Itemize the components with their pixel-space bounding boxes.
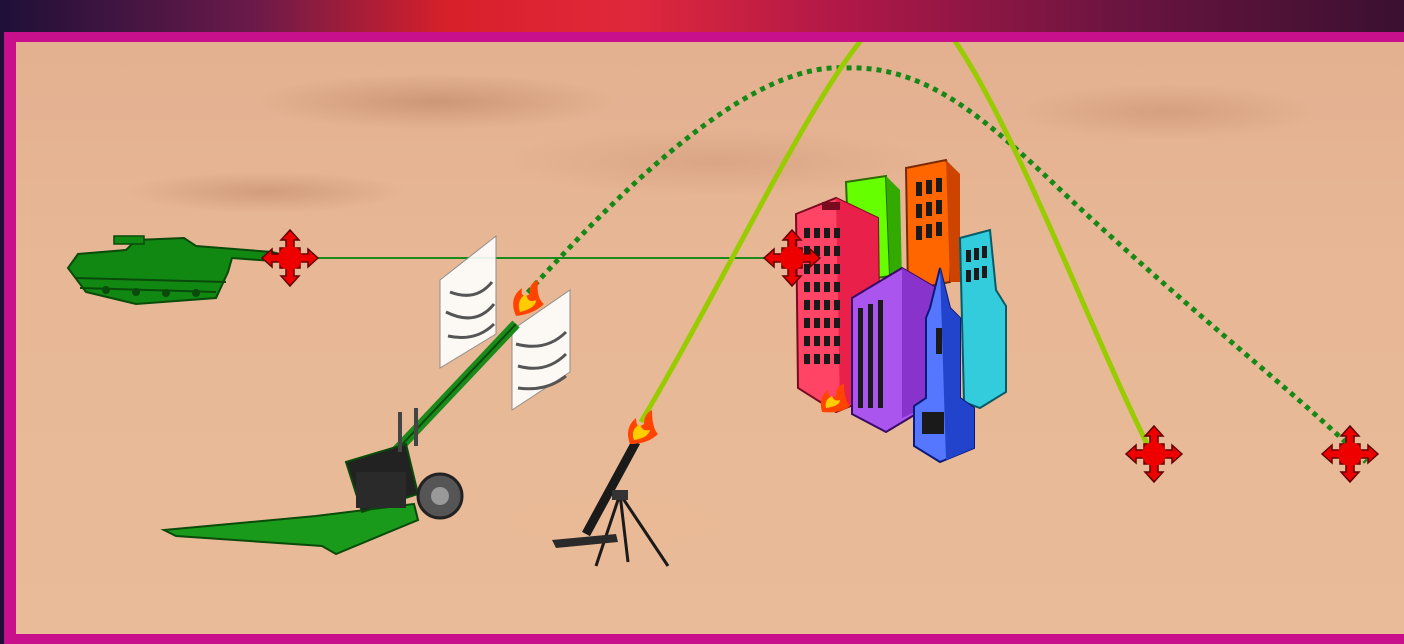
howitzer-icon xyxy=(164,324,516,554)
crosshair-arrows-icon xyxy=(1126,426,1182,482)
tank-icon xyxy=(68,236,288,304)
city-buildings-icon xyxy=(796,160,1006,462)
crosshair-arrows-icon xyxy=(262,230,318,286)
mortar-icon xyxy=(552,442,668,566)
crosshair-arrows-icon xyxy=(1322,426,1378,482)
desert-scene xyxy=(16,42,1404,634)
scene-svg xyxy=(16,42,1404,634)
slide-frame xyxy=(4,32,1404,644)
